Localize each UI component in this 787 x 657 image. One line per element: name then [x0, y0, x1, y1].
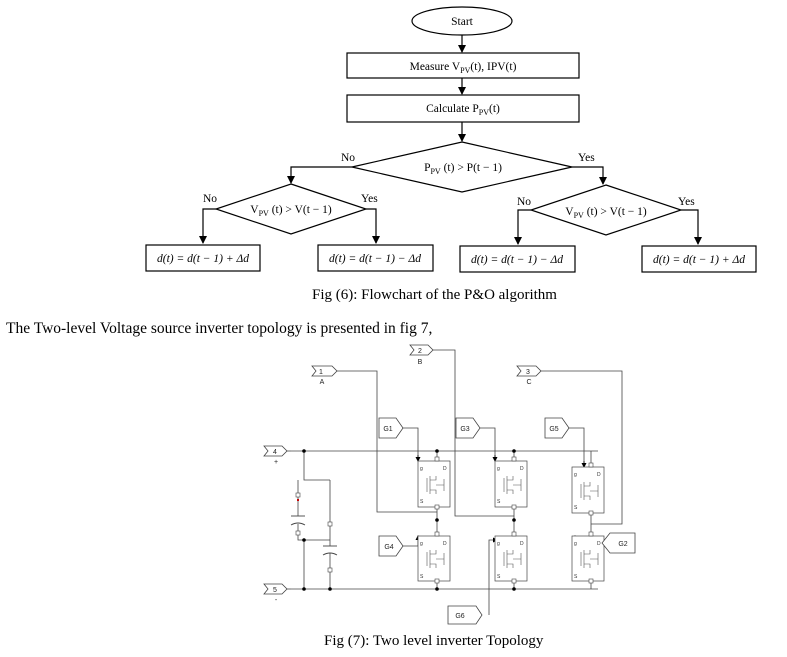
svg-text:G2: G2	[618, 541, 627, 548]
svg-text:G1: G1	[383, 426, 392, 433]
left-no-label: No	[203, 193, 217, 205]
svg-text:S: S	[497, 574, 501, 580]
body-paragraph: The Two-level Voltage source inverter to…	[6, 320, 433, 337]
measure-label: Measure VPV(t), IPV(t)	[410, 61, 517, 75]
svg-text:D: D	[443, 541, 447, 547]
main-yes-label: Yes	[578, 152, 595, 164]
svg-text:5: 5	[273, 587, 277, 594]
svg-text:g: g	[497, 466, 500, 472]
start-label: Start	[451, 16, 474, 28]
main-decision-label: PPV (t) > P(t − 1)	[424, 162, 502, 176]
port-4	[263, 445, 288, 457]
fig7-caption: Fig (7): Two level inverter Topology	[324, 633, 544, 649]
calculate-box	[346, 94, 580, 123]
left-decision-label: VPV (t) > V(t − 1)	[250, 204, 332, 218]
svg-text:g: g	[497, 541, 500, 547]
right-decision-label: VPV (t) > V(t − 1)	[565, 206, 647, 220]
mosfet-1	[417, 460, 451, 508]
calculate-label: Calculate PPV(t)	[426, 103, 500, 117]
svg-text:+: +	[274, 459, 278, 466]
mosfet-4	[417, 535, 451, 582]
output-box-2	[317, 244, 434, 272]
output-label-2: d(t) = d(t − 1) − Δd	[329, 253, 421, 265]
svg-text:G4: G4	[384, 544, 393, 551]
svg-text:A: A	[320, 379, 325, 386]
svg-text:D: D	[597, 472, 601, 478]
svg-text:S: S	[420, 499, 424, 505]
left-yes-label: Yes	[361, 193, 378, 205]
svg-text:S: S	[574, 505, 578, 511]
capacitor-1	[290, 515, 306, 526]
main-decision	[351, 141, 573, 193]
svg-text:g: g	[574, 472, 577, 478]
svg-text:S: S	[497, 499, 501, 505]
mosfet-6	[494, 535, 528, 582]
goto-g5	[544, 417, 570, 439]
svg-text:C: C	[526, 379, 531, 386]
flowchart: Start Measure VPV(t), IPV(t) Calculate P…	[145, 6, 757, 273]
svg-text:g: g	[574, 541, 577, 547]
right-no-label: No	[517, 196, 531, 208]
svg-text:2: 2	[418, 348, 422, 355]
svg-text:1: 1	[319, 369, 323, 376]
svg-text:S: S	[420, 574, 424, 580]
goto-g6	[447, 605, 483, 625]
port-1	[311, 365, 338, 377]
port-5	[263, 583, 288, 595]
svg-text:D: D	[597, 541, 601, 547]
port-3	[516, 365, 542, 377]
goto-g2	[601, 532, 636, 554]
svg-text:D: D	[520, 541, 524, 547]
output-label-3: d(t) = d(t − 1) − Δd	[471, 254, 563, 266]
mosfet-3	[494, 460, 528, 508]
svg-text:g: g	[420, 541, 423, 547]
measure-box	[346, 52, 580, 79]
right-decision	[529, 184, 683, 236]
svg-text:B: B	[418, 359, 423, 366]
goto-g3	[455, 417, 481, 439]
mosfet-2	[571, 535, 605, 582]
svg-text:D: D	[520, 466, 524, 472]
right-yes-label: Yes	[678, 196, 695, 208]
fig6-caption: Fig (6): Flowchart of the P&O algorithm	[312, 287, 557, 303]
output-box-4	[641, 245, 757, 273]
svg-text:G3: G3	[460, 426, 469, 433]
svg-text:-: -	[275, 597, 278, 604]
output-box-3	[459, 245, 576, 273]
capacitor-2	[322, 545, 338, 556]
goto-g1	[378, 417, 404, 439]
output-box-1	[145, 244, 261, 272]
goto-g4	[378, 535, 404, 557]
svg-text:G6: G6	[455, 613, 464, 620]
mosfet-5	[571, 466, 605, 514]
svg-text:3: 3	[526, 369, 530, 376]
svg-text:D: D	[443, 466, 447, 472]
svg-text:S: S	[574, 574, 578, 580]
output-label-4: d(t) = d(t − 1) + Δd	[653, 254, 745, 266]
svg-text:G5: G5	[549, 426, 558, 433]
port-2	[409, 344, 434, 356]
main-no-label: No	[341, 152, 355, 164]
svg-text:4: 4	[273, 449, 277, 456]
output-label-1: d(t) = d(t − 1) + Δd	[157, 253, 249, 265]
left-decision	[214, 183, 368, 235]
svg-text:g: g	[420, 466, 423, 472]
